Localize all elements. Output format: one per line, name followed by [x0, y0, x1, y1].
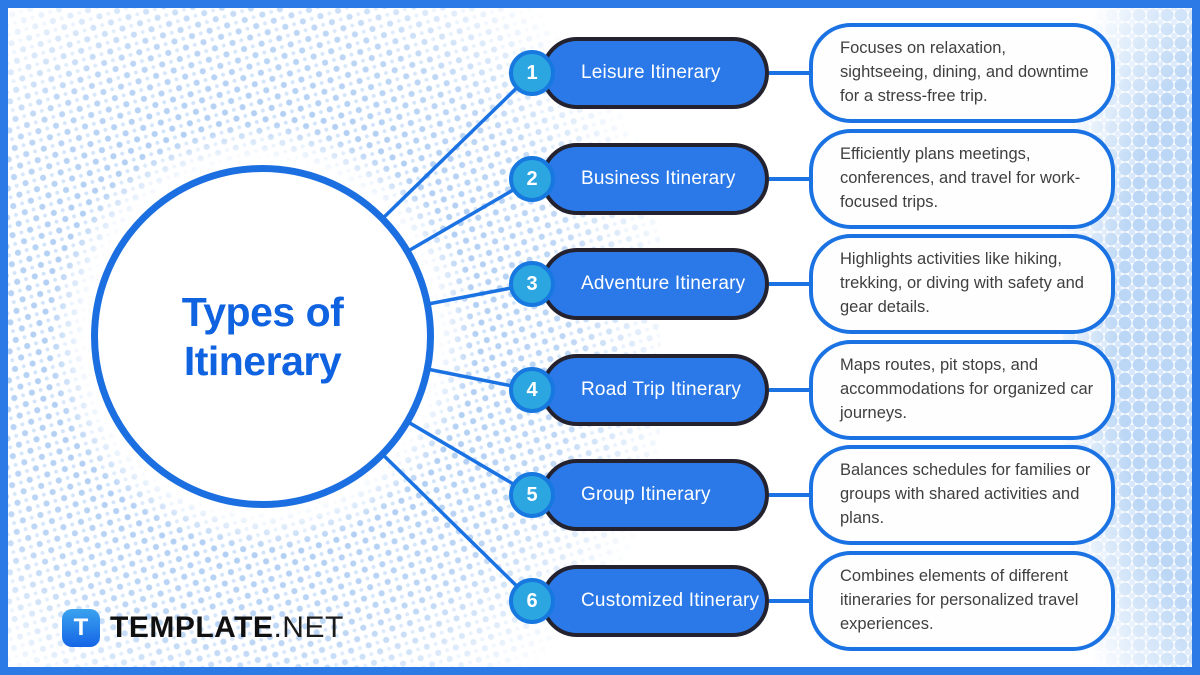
item-description-box: Balances schedules for families or group… — [809, 445, 1115, 545]
item-number: 4 — [526, 378, 538, 401]
item-description: Combines elements of different itinerari… — [840, 567, 1079, 633]
item-description-box: Focuses on relaxation, sightseeing, dini… — [809, 23, 1115, 123]
item-label: Road Trip Itinerary — [581, 379, 742, 400]
logo-name-suffix: .NET — [273, 611, 344, 644]
item-label: Group Itinerary — [581, 484, 711, 505]
item-description: Maps routes, pit stops, and accommodatio… — [840, 356, 1094, 422]
item-description: Focuses on relaxation, sightseeing, dini… — [840, 39, 1089, 105]
item-number-badge: 3 — [509, 261, 555, 307]
template-t-icon: T — [62, 609, 100, 647]
item-row-5: 5 Group Itinerary Balances schedules for… — [508, 445, 1115, 545]
item-description-box: Maps routes, pit stops, and accommodatio… — [809, 340, 1115, 440]
item-pill: Customized Itinerary — [541, 565, 769, 637]
item-description: Efficiently plans meetings, conferences,… — [840, 145, 1081, 211]
logo-name-bold: TEMPLATE — [110, 611, 274, 644]
item-number: 5 — [526, 483, 538, 506]
page-title: Types of Itinerary — [181, 289, 344, 384]
pill-to-description-connector — [769, 388, 809, 392]
logo-letter: T — [73, 614, 89, 641]
item-label: Business Itinerary — [581, 168, 736, 189]
item-label: Customized Itinerary — [581, 590, 760, 611]
item-label: Adventure Itinerary — [581, 273, 746, 294]
item-number: 2 — [526, 167, 538, 190]
pill-to-description-connector — [769, 177, 809, 181]
item-description-box: Efficiently plans meetings, conferences,… — [809, 129, 1115, 229]
pill-to-description-connector — [769, 282, 809, 286]
item-description-box: Combines elements of different itinerari… — [809, 551, 1115, 651]
item-number-badge: 4 — [509, 367, 555, 413]
item-row-2: 2 Business Itinerary Efficiently plans m… — [508, 129, 1115, 229]
pill-to-description-connector — [769, 599, 809, 603]
logo-wordmark: TEMPLATE.NET — [110, 611, 344, 645]
central-topic-circle: Types of Itinerary — [91, 165, 434, 508]
item-pill: Business Itinerary — [541, 143, 769, 215]
item-description: Balances schedules for families or group… — [840, 461, 1091, 527]
item-row-1: 1 Leisure Itinerary Focuses on relaxatio… — [508, 23, 1115, 123]
item-number-badge: 1 — [509, 50, 555, 96]
item-number-badge: 2 — [509, 156, 555, 202]
item-pill: Group Itinerary — [541, 459, 769, 531]
item-number: 3 — [526, 272, 538, 295]
item-pill: Leisure Itinerary — [541, 37, 769, 109]
item-label: Leisure Itinerary — [581, 62, 721, 83]
item-row-6: 6 Customized Itinerary Combines elements… — [508, 551, 1115, 651]
item-row-4: 4 Road Trip Itinerary Maps routes, pit s… — [508, 340, 1115, 440]
item-description: Highlights activities like hiking, trekk… — [840, 250, 1084, 316]
item-number-badge: 6 — [509, 578, 555, 624]
item-description-box: Highlights activities like hiking, trekk… — [809, 234, 1115, 334]
item-pill: Adventure Itinerary — [541, 248, 769, 320]
pill-to-description-connector — [769, 493, 809, 497]
item-pill: Road Trip Itinerary — [541, 354, 769, 426]
item-number: 6 — [526, 589, 538, 612]
item-row-3: 3 Adventure Itinerary Highlights activit… — [508, 234, 1115, 334]
pill-to-description-connector — [769, 71, 809, 75]
item-number: 1 — [526, 61, 538, 84]
item-number-badge: 5 — [509, 472, 555, 518]
templatenet-logo: T TEMPLATE.NET — [62, 609, 344, 647]
